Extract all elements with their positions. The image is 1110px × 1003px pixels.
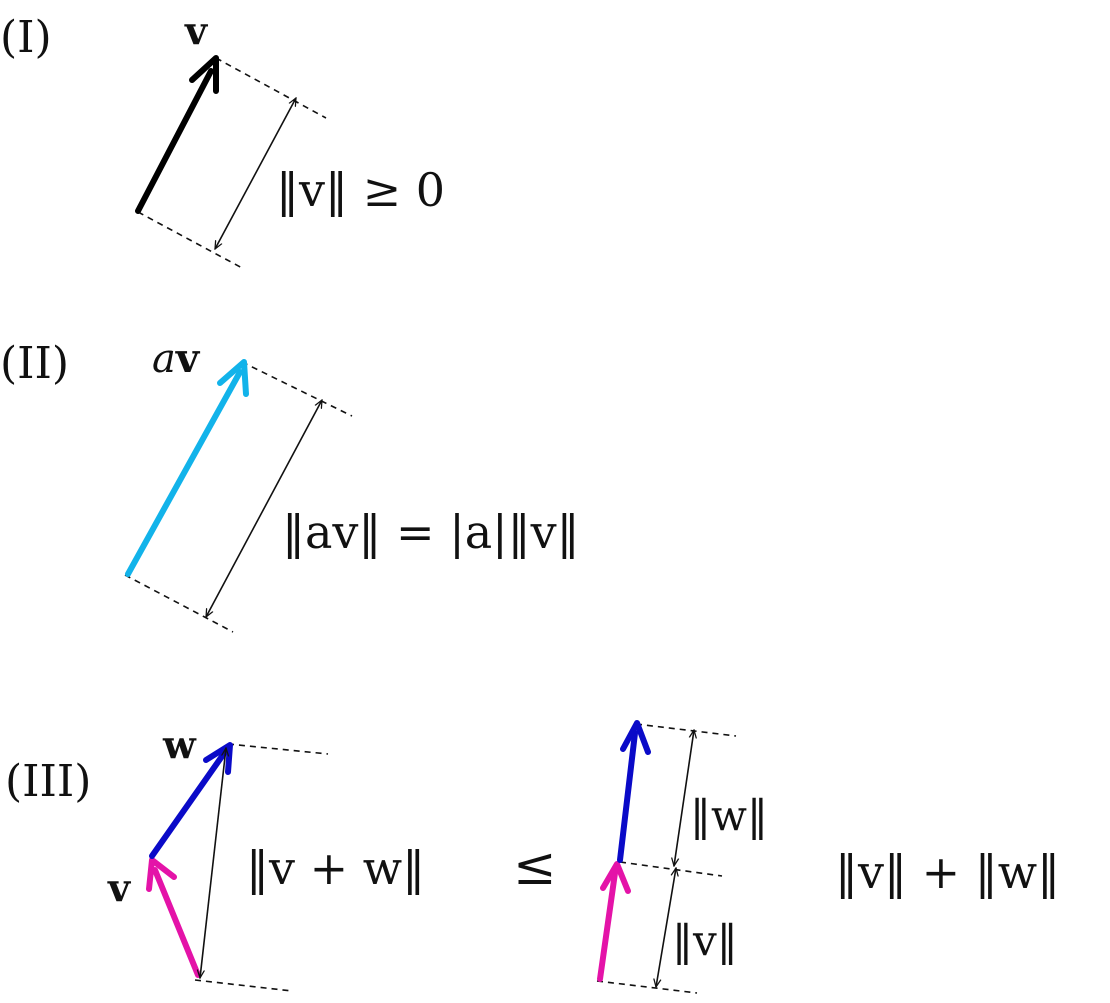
panel-2-vector-label: av [152, 335, 201, 382]
panel-2-vector-av [125, 359, 249, 577]
panel-3-sum-length-arrow [200, 748, 226, 978]
panel-3-dashed-top [227, 743, 329, 755]
panel-3-relation: ≤ [513, 837, 557, 897]
panel-2-vector-v: v [175, 335, 201, 382]
panel-3-v-norm: ‖v‖ [672, 916, 738, 965]
panel-1-dashed-bottom [137, 211, 245, 270]
panel-3-v-length-arrow [656, 868, 676, 987]
panel-3-w-norm: ‖w‖ [690, 791, 768, 840]
panel-3-rhs-formula: ‖v‖ + ‖w‖ [835, 845, 1060, 899]
panel-2-label: (II) [0, 338, 69, 389]
panel-1-vector-v [135, 55, 219, 214]
panel-1-length-arrow [215, 98, 296, 249]
panel-2-scalar-a: a [152, 336, 176, 382]
panel-1-formula: ‖v‖ ≥ 0 [276, 163, 445, 217]
panel-3-stack-vector-v [597, 861, 631, 982]
panel-1-label: (I) [0, 12, 52, 63]
panel-3-stack-dashed-middle [619, 861, 723, 877]
panel-1-vector-label: v [184, 8, 209, 53]
panel-3-stack-dashed-top [635, 723, 737, 737]
panel-2-formula: ‖av‖ = |a|‖v‖ [282, 505, 580, 559]
panel-3: (III) w v ‖v + w‖ ≤ [5, 720, 1060, 994]
panel-3-v-label: v [107, 865, 132, 910]
panel-1-dashed-top [215, 57, 327, 119]
panel-2-dashed-top [241, 361, 353, 417]
panel-3-vector-v [146, 857, 201, 978]
panel-3-stack-dashed-bottom [596, 980, 698, 994]
panel-3-label: (III) [5, 756, 91, 807]
panel-3-w-label: w [162, 722, 197, 767]
panel-3-w-length-arrow [674, 730, 694, 866]
panel-3-lhs-formula: ‖v + w‖ [246, 841, 425, 895]
panel-1: (I) v ‖v‖ ≥ 0 [0, 8, 445, 270]
panel-2: (II) av ‖av‖ = |a|‖v‖ [0, 335, 580, 633]
panel-3-stack-vector-w [617, 720, 651, 863]
panel-2-length-arrow [206, 400, 322, 617]
panel-2-dashed-bottom [124, 574, 234, 633]
panel-3-dashed-bottom [194, 979, 293, 992]
